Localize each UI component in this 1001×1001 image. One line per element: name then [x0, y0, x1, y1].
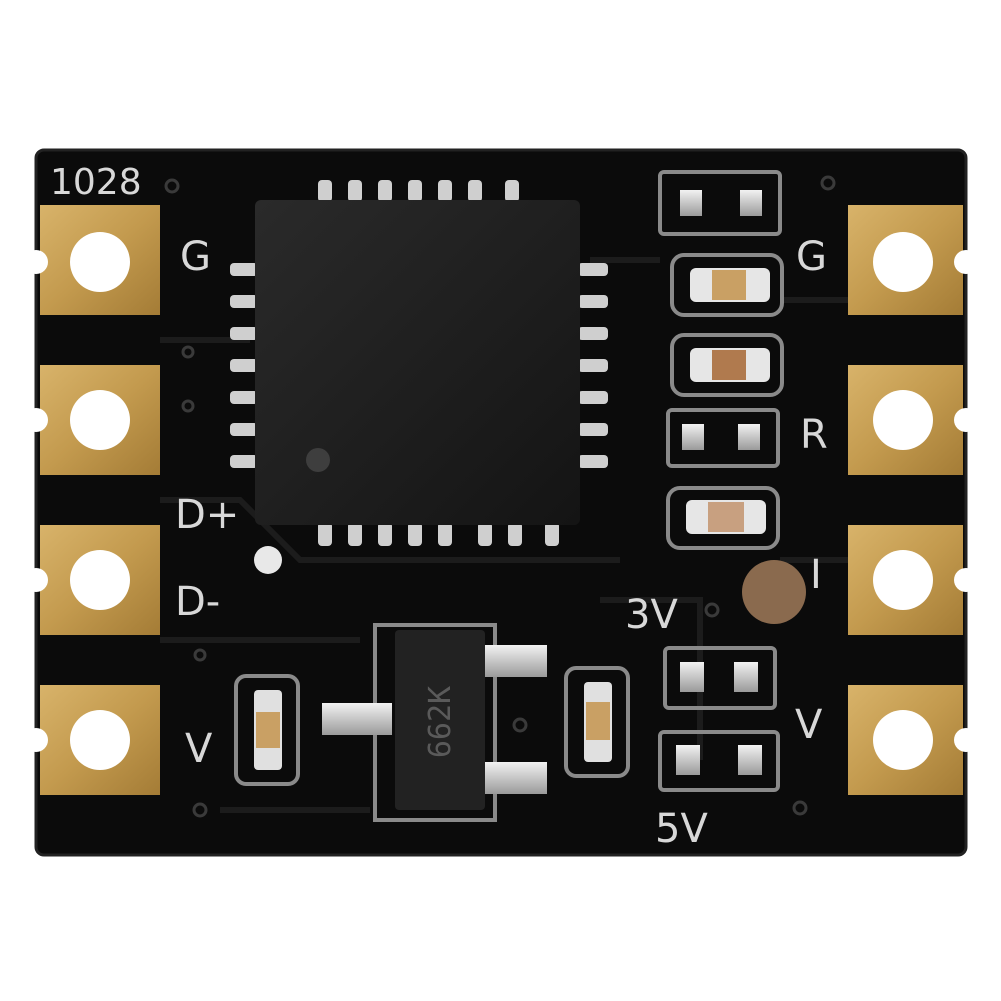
regulator-marking: 662K: [423, 686, 458, 758]
label-right-i: I: [810, 552, 822, 598]
left-pad-4: [24, 685, 160, 795]
right-components: [658, 170, 784, 792]
left-pad-1: [24, 205, 160, 315]
label-left-dminus: D-: [175, 579, 220, 625]
right-pad-4: [848, 685, 978, 795]
voltage-regulator: 662K: [322, 623, 547, 822]
label-right-v: V: [795, 702, 823, 748]
label-left-g: G: [180, 234, 211, 280]
right-pad-3: [848, 525, 978, 635]
left-pads: [24, 205, 160, 795]
left-pad-3: [24, 525, 160, 635]
right-pads: [848, 205, 978, 795]
right-pad-1: [848, 205, 978, 315]
silk-dot: [254, 546, 282, 574]
label-right-g: G: [796, 234, 827, 280]
board-code: 1028: [50, 162, 142, 203]
label-left-dplus: D+: [175, 492, 239, 538]
silkscreen-labels: 1028 G D+ D- V G R I V 3V 5V: [50, 162, 828, 852]
vias: [164, 175, 836, 818]
label-5v: 5V: [655, 806, 708, 852]
cap-left: [234, 674, 300, 786]
pcb-traces: [160, 257, 850, 813]
mcu-chip: [230, 180, 608, 546]
left-pad-2: [24, 365, 160, 475]
label-right-r: R: [800, 412, 828, 458]
test-pad: [742, 560, 806, 624]
label-3v: 3V: [625, 592, 678, 638]
cap-mid: [564, 666, 630, 778]
label-left-v: V: [185, 726, 213, 772]
right-pad-2: [848, 365, 978, 475]
